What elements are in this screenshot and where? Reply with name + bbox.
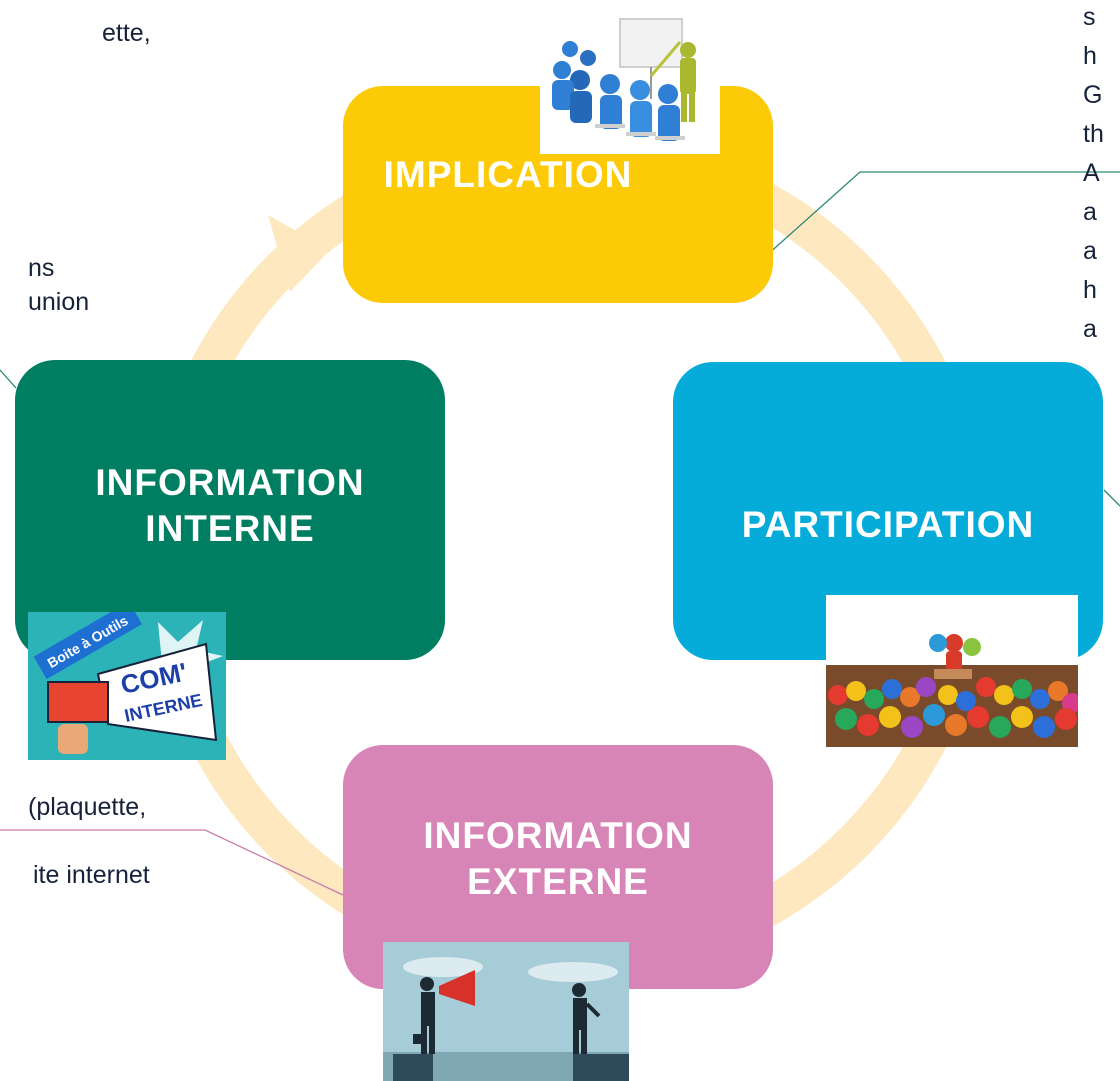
left-text-bottom: (plaquette, ite internet	[28, 790, 150, 892]
right-text-line-8: h	[1083, 276, 1097, 304]
implication-label: IMPLICATION	[383, 154, 633, 195]
callout-line-interne	[0, 369, 17, 389]
left-text-bottom-line-2	[28, 824, 150, 858]
callout-line-participation	[1103, 489, 1120, 507]
information-interne-label-line-2: INTERNE	[145, 508, 315, 549]
implication-image	[540, 14, 720, 154]
right-text-line-7: a	[1083, 237, 1097, 265]
right-text-line-9: a	[1083, 315, 1097, 343]
information-interne-image: Boite à Outils COM' INTERNE	[28, 612, 226, 760]
information-externe-label-line-2: EXTERNE	[467, 861, 649, 902]
left-text-top-line-5: union	[28, 288, 90, 316]
left-text-top-line-2	[102, 50, 151, 84]
right-text-line-5: A	[1083, 159, 1100, 187]
right-text-line-3: G	[1083, 81, 1103, 109]
participation-label: PARTICIPATION	[741, 504, 1035, 545]
right-text-line-4: th	[1083, 120, 1104, 148]
callout-line-externe	[0, 829, 344, 896]
presentation-meeting-illustration	[552, 18, 696, 141]
right-text: s h G th A a a h a	[1083, 0, 1104, 349]
information-interne-box: INFORMATION INTERNE	[15, 360, 445, 660]
right-text-line-1: s	[1083, 3, 1096, 31]
left-text-top-line-1: ette,	[102, 19, 151, 47]
information-externe-label: INFORMATION EXTERNE	[423, 813, 692, 905]
left-text-bottom-line-3: ite internet	[33, 861, 150, 889]
right-text-line-2: h	[1083, 42, 1097, 70]
left-text-top: ette,	[102, 16, 151, 118]
left-text-top-b: ns union	[28, 251, 89, 319]
com-interne-megaphone-illustration: Boite à Outils COM' INTERNE	[28, 612, 226, 760]
information-externe-label-line-1: INFORMATION	[423, 815, 693, 856]
left-text-top-line-3	[102, 84, 151, 118]
right-text-line-6: a	[1083, 198, 1097, 226]
left-text-bottom-line-1: (plaquette,	[28, 793, 147, 821]
left-text-top-line-4: ns	[28, 254, 55, 282]
cycle-arrow-head	[268, 215, 330, 292]
information-interne-label-line-1: INFORMATION	[95, 462, 365, 503]
information-interne-label: INFORMATION INTERNE	[95, 460, 364, 552]
colorful-crowd-figures-illustration	[826, 634, 1078, 747]
participation-image	[826, 595, 1078, 747]
callout-line-implication	[747, 171, 1120, 273]
information-externe-image	[383, 942, 629, 1081]
megaphone-businessmen-illustration	[383, 942, 629, 1081]
